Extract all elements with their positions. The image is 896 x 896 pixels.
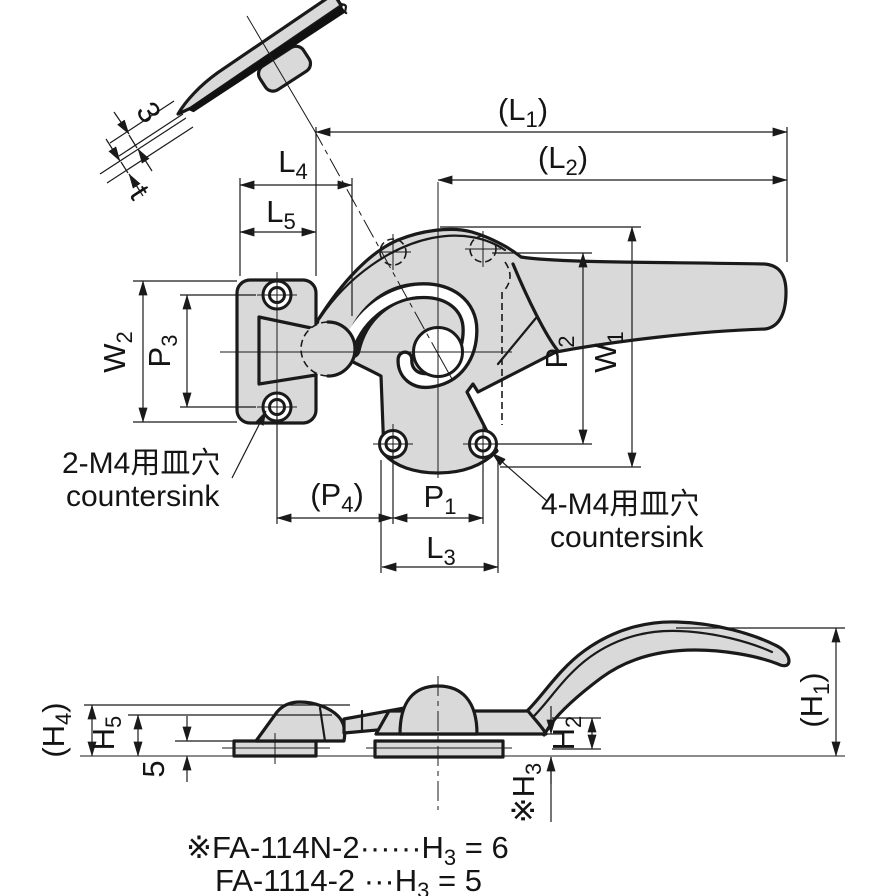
section-line-dashdot: [312, 127, 438, 353]
note-countersink-right-en: countersink: [550, 521, 704, 554]
hidden-lever-arc: [502, 261, 511, 293]
keeper-boss: [257, 315, 318, 386]
handle-stripe: [186, 5, 346, 113]
note-countersink-left-jp: 2-M4用皿穴: [62, 447, 220, 480]
dim-label-H4: (H4): [36, 702, 76, 757]
handle-sheet-line: [532, 629, 774, 718]
break-line: [332, 0, 348, 15]
keeper-ball-edge: [326, 320, 357, 378]
lever-neck-bend: [511, 262, 560, 353]
footnote-line2: FA-1114-2 ···H3 = 5: [215, 863, 482, 896]
dim-label-P1: P1: [424, 479, 457, 519]
detail-view: [176, 0, 348, 116]
dim-label-P2: P2: [539, 336, 579, 369]
note-countersink-left-en: countersink: [66, 480, 220, 513]
dim-label-H5: H5: [86, 716, 126, 751]
plan-centerlines: [220, 182, 512, 478]
dim-label-5: 5: [136, 760, 171, 777]
plan-dimensions: [99, 100, 788, 573]
dim-label-L3: L3: [426, 530, 456, 570]
side-dimensions: [84, 627, 845, 822]
dim-label-H2: H2: [546, 716, 586, 751]
head-chamfer-line: [496, 316, 538, 366]
dim-label-H1: (H1): [794, 672, 834, 727]
latch-base-plate: [373, 739, 505, 759]
hidden-countersinks: [375, 231, 501, 270]
dim-label-L5: L5: [266, 194, 296, 234]
section-line-tail: [436, 351, 453, 380]
dim-label-P3: P3: [142, 335, 182, 368]
cam-slot: [339, 285, 476, 386]
footnote-line1: ※FA-114N-2······H3 = 6: [186, 830, 509, 870]
dim-label-L1: (L1): [498, 92, 548, 132]
head-edge-line: [318, 234, 507, 320]
dim-label-L4: L4: [278, 144, 308, 184]
dim-label-W2: W2: [97, 331, 137, 373]
keeper-ball: [301, 322, 355, 376]
dim-label-W1: W1: [588, 331, 628, 373]
note-countersink-right-jp: 4-M4用皿穴: [541, 488, 699, 521]
dim-label-L2: (L2): [538, 140, 588, 180]
side-view: [80, 620, 845, 810]
plan-view: [220, 182, 788, 478]
keeper-ball-division: [318, 706, 327, 743]
handle-side: [524, 620, 791, 737]
labels: (L1) (L2) L4 L5 W2 P3 P2 W1 (P4) P1 L3 3…: [36, 92, 834, 896]
dim-label-H3: ※H3: [506, 763, 546, 824]
section-line-solid: [246, 15, 314, 129]
dim-label-P4: (P4): [310, 477, 364, 517]
keeper-ball-hidden-edge: [300, 321, 329, 377]
